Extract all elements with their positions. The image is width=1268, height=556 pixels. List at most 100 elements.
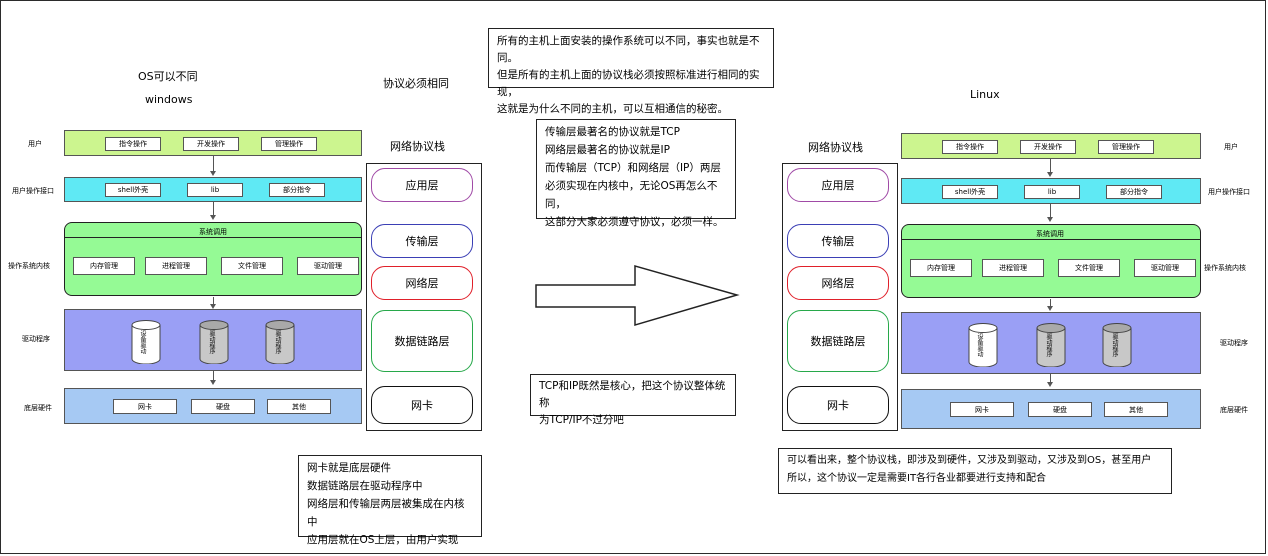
right-layer-nic: 网卡 <box>787 386 889 424</box>
note-bottom-right-line: 可以看出来，整个协议栈，即涉及到硬件，又涉及到驱动，又涉及到OS，甚至用户 <box>787 455 1152 466</box>
right-hardware-item: 硬盘 <box>1028 402 1092 417</box>
right-layer-transport: 传输层 <box>787 224 889 258</box>
note-top-line: 这就是为什么不同的主机，可以互相通信的秘密。 <box>497 103 728 115</box>
left-hardware-item: 其他 <box>267 399 331 414</box>
left-protocol-stack: 应用层 传输层 网络层 数据链路层 网卡 <box>366 163 482 431</box>
right-kernel-item: 文件管理 <box>1058 259 1120 277</box>
note-bottom-left-line: 网络层和传输层两层被集成在内核中 <box>307 498 465 528</box>
left-stack-title: 网络协议栈 <box>390 140 445 153</box>
right-user-op: 管理操作 <box>1098 140 1154 154</box>
left-arrow-3 <box>210 297 216 309</box>
left-driver-cylinder <box>131 320 161 364</box>
left-hardware-item: 硬盘 <box>191 399 255 414</box>
left-layer-nic: 网卡 <box>371 386 473 424</box>
right-layer-network: 网络层 <box>787 266 889 300</box>
note-bottom-left-line: 应用层就在OS上层，由用户实现 <box>307 534 459 546</box>
left-driver-label: 驱动程序 <box>274 330 281 354</box>
note-tcpip-line: 为TCP/IP不过分吧 <box>539 414 624 426</box>
right-interface-item: shell外壳 <box>942 185 998 199</box>
left-os-name: windows <box>145 93 193 106</box>
left-os-title: OS可以不同 <box>138 70 198 83</box>
right-arrow-1 <box>1047 159 1053 177</box>
left-arrow-1 <box>210 156 216 176</box>
right-driver-label: 设备驱动 <box>976 333 983 357</box>
left-interface-item: shell外壳 <box>105 183 161 197</box>
right-driver-label: 驱动程序 <box>1045 333 1052 357</box>
left-driver-cylinder <box>265 320 295 364</box>
note-middle-line: 这部分大家必须遵守协议，必须一样。 <box>545 216 724 228</box>
left-layer-transport: 传输层 <box>371 224 473 258</box>
right-interface-item: lib <box>1024 185 1080 199</box>
left-layer-network: 网络层 <box>371 266 473 300</box>
left-row-label-user: 用户 <box>28 140 42 148</box>
right-stack-title: 网络协议栈 <box>808 141 863 154</box>
left-driver-band: 设备驱动 驱动程序 驱动程序 <box>64 309 362 371</box>
note-tcpip: TCP和IP既然是核心，把这个协议整体统称 为TCP/IP不过分吧 <box>530 374 736 426</box>
right-row-label-user: 用户 <box>1224 143 1238 151</box>
right-driver-label: 驱动程序 <box>1111 333 1118 357</box>
note-middle: 传输层最著名的协议就是TCP 网络层最著名的协议就是IP 而传输层（TCP）和网… <box>536 119 736 228</box>
right-layer-application: 应用层 <box>787 168 889 202</box>
right-hardware-band: 网卡 硬盘 其他 <box>901 389 1201 429</box>
right-driver-cylinder <box>1036 323 1066 367</box>
left-layer-datalink: 数据链路层 <box>371 310 473 372</box>
protocol-same-label: 协议必须相同 <box>383 77 449 90</box>
left-driver-cylinder <box>199 320 229 364</box>
left-kernel-item: 驱动管理 <box>297 257 359 275</box>
right-kernel-item: 内存管理 <box>910 259 972 277</box>
left-layer-application: 应用层 <box>371 168 473 202</box>
left-arrow-2 <box>210 202 216 220</box>
right-syscall-divider <box>902 239 1200 240</box>
note-middle-line: 而传输层（TCP）和网络层（IP）两层 <box>545 162 721 174</box>
right-user-band: 指令操作 开发操作 管理操作 <box>901 133 1201 159</box>
left-user-op: 开发操作 <box>183 137 239 151</box>
left-syscall-divider <box>65 237 361 238</box>
left-interface-band: shell外壳 lib 部分指令 <box>64 177 362 202</box>
right-protocol-stack: 应用层 传输层 网络层 数据链路层 网卡 <box>782 163 898 431</box>
right-interface-item: 部分指令 <box>1106 185 1162 199</box>
left-hardware-band: 网卡 硬盘 其他 <box>64 388 362 424</box>
note-top: 所有的主机上面安装的操作系统可以不同，事实也就是不同。 但是所有的主机上面的协议… <box>488 28 774 115</box>
left-kernel-item: 进程管理 <box>145 257 207 275</box>
right-hardware-item: 网卡 <box>950 402 1014 417</box>
left-user-op: 管理操作 <box>261 137 317 151</box>
left-interface-item: lib <box>187 183 243 197</box>
right-kernel-band: 系统调用 内存管理 进程管理 文件管理 驱动管理 <box>901 224 1201 298</box>
left-row-label-kernel: 操作系统内核 <box>8 262 50 270</box>
right-row-label-interface: 用户操作接口 <box>1208 188 1250 196</box>
left-row-label-hardware: 底层硬件 <box>24 404 52 412</box>
left-syscall-label: 系统调用 <box>199 228 227 236</box>
direction-arrow <box>535 265 740 327</box>
right-syscall-label: 系统调用 <box>1036 230 1064 238</box>
right-arrow-3 <box>1047 299 1053 311</box>
left-user-op: 指令操作 <box>105 137 161 151</box>
note-top-line: 但是所有的主机上面的协议栈必须按照标准进行相同的实现， <box>497 69 760 98</box>
left-row-label-interface: 用户操作接口 <box>12 187 54 195</box>
right-row-label-hardware: 底层硬件 <box>1220 406 1248 414</box>
note-top-line: 所有的主机上面安装的操作系统可以不同，事实也就是不同。 <box>497 35 760 64</box>
right-hardware-item: 其他 <box>1104 402 1168 417</box>
left-kernel-band: 系统调用 内存管理 进程管理 文件管理 驱动管理 <box>64 222 362 296</box>
left-hardware-item: 网卡 <box>113 399 177 414</box>
right-driver-cylinder <box>968 323 998 367</box>
left-row-label-driver: 驱动程序 <box>22 335 50 343</box>
note-middle-line: 必须实现在内核中，无论OS再怎么不同， <box>545 180 718 210</box>
left-interface-item: 部分指令 <box>269 183 325 197</box>
right-kernel-item: 进程管理 <box>982 259 1044 277</box>
right-arrow-2 <box>1047 204 1053 222</box>
right-row-label-kernel: 操作系统内核 <box>1204 264 1246 272</box>
left-arrow-4 <box>210 371 216 385</box>
right-driver-band: 设备驱动 驱动程序 驱动程序 <box>901 312 1201 374</box>
right-driver-cylinder <box>1102 323 1132 367</box>
note-middle-line: 传输层最著名的协议就是TCP <box>545 126 680 138</box>
note-bottom-left-line: 网卡就是底层硬件 <box>307 462 391 474</box>
left-kernel-item: 文件管理 <box>221 257 283 275</box>
left-driver-label: 设备驱动 <box>139 330 146 354</box>
note-bottom-right: 可以看出来，整个协议栈，即涉及到硬件，又涉及到驱动，又涉及到OS，甚至用户 所以… <box>778 448 1172 494</box>
note-bottom-left: 网卡就是底层硬件 数据链路层在驱动程序中 网络层和传输层两层被集成在内核中 应用… <box>298 455 482 546</box>
right-kernel-item: 驱动管理 <box>1134 259 1196 277</box>
note-tcpip-line: TCP和IP既然是核心，把这个协议整体统称 <box>539 380 726 409</box>
right-layer-datalink: 数据链路层 <box>787 310 889 372</box>
right-row-label-driver: 驱动程序 <box>1220 339 1248 347</box>
